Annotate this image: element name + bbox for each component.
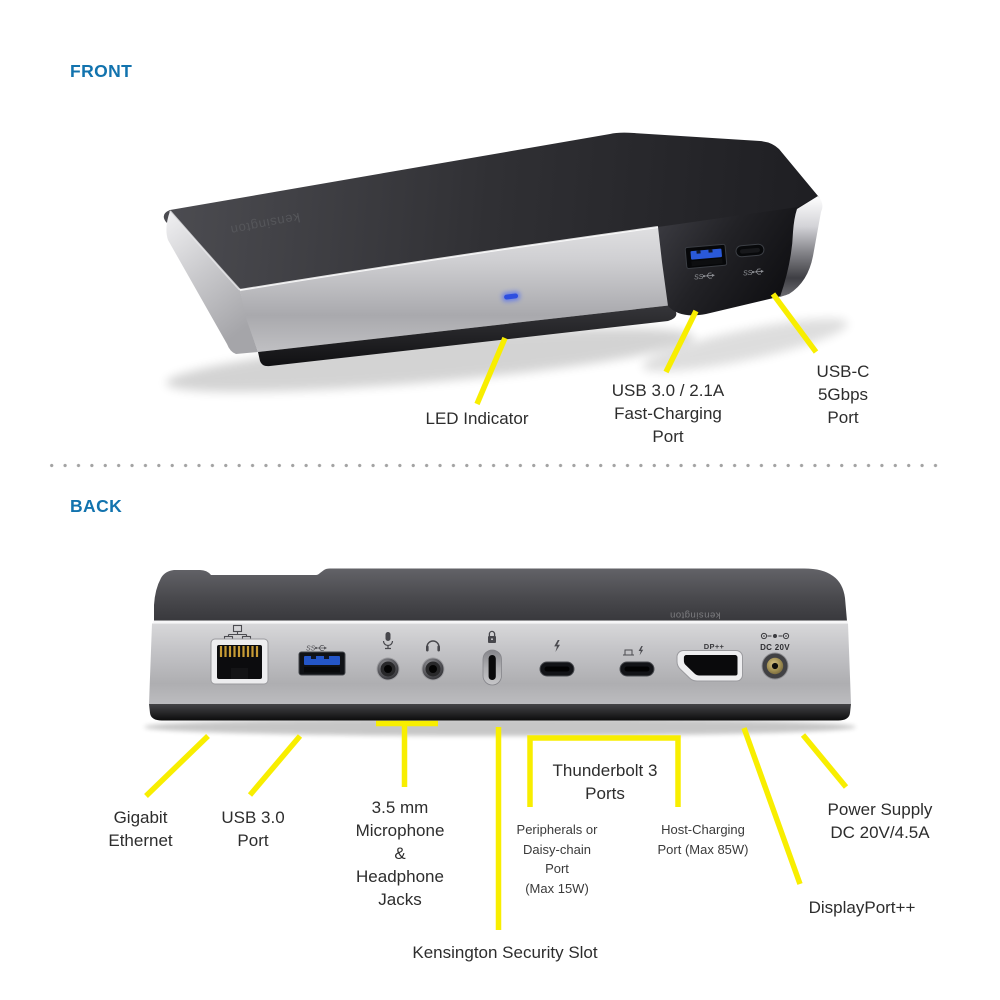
callout-lines bbox=[144, 292, 849, 930]
back-section-heading: BACK bbox=[70, 496, 123, 516]
back-brand-logo: kensington bbox=[670, 610, 721, 621]
dc-port-label: DC 20V bbox=[760, 643, 790, 652]
front-corner-highlight bbox=[169, 210, 241, 291]
label-gigabit-ethernet: Gigabit Ethernet bbox=[108, 808, 173, 850]
callout-ethernet bbox=[144, 734, 210, 798]
headphone-jack bbox=[421, 640, 445, 681]
back-top-face bbox=[154, 568, 847, 621]
front-face bbox=[240, 227, 673, 352]
ethernet-pins bbox=[219, 646, 259, 657]
label-led-indicator: LED Indicator bbox=[425, 409, 529, 428]
label-displayport: DisplayPort++ bbox=[808, 898, 916, 917]
back-edge-highlight bbox=[153, 620, 848, 624]
callout-front-usb3 bbox=[663, 309, 699, 374]
laptop-thunderbolt-icon bbox=[623, 646, 644, 656]
back-usb3-port: SS bbox=[298, 645, 346, 676]
label-front-usbc: USB-C 5Gbps Port bbox=[816, 362, 870, 427]
callout-back-usb3 bbox=[247, 734, 303, 797]
microphone-jack bbox=[376, 632, 400, 681]
callout-displayport bbox=[741, 727, 803, 885]
headphone-icon bbox=[426, 640, 440, 652]
svg-text:SS: SS bbox=[306, 646, 316, 653]
label-thunderbolt-peripheral: Peripherals or Daisy-chain Port (Max 15W… bbox=[516, 822, 598, 896]
front-usb3-ss-icon: SS bbox=[694, 272, 715, 282]
front-top-face bbox=[163, 132, 821, 290]
label-front-usb3: USB 3.0 / 2.1A Fast-Charging Port bbox=[611, 381, 725, 446]
front-chrome-corner bbox=[780, 196, 823, 297]
front-edge-highlight bbox=[239, 226, 659, 291]
dotted-divider bbox=[45, 463, 938, 468]
back-bottom-edge bbox=[149, 704, 851, 721]
callout-power bbox=[800, 733, 849, 789]
front-device-shadow-right bbox=[642, 318, 848, 372]
front-usbc-port bbox=[735, 243, 765, 258]
label-kensington-slot: Kensington Security Slot bbox=[412, 943, 598, 962]
usb-ss-icon: SS bbox=[306, 645, 327, 653]
dc-polarity-icon bbox=[760, 632, 790, 640]
microphone-icon bbox=[382, 632, 394, 650]
thunderbolt-icon bbox=[554, 640, 560, 652]
front-usb3-port bbox=[684, 243, 728, 269]
kensington-security-slot bbox=[482, 630, 502, 686]
front-bottom-edge bbox=[258, 305, 677, 367]
callout-led bbox=[474, 336, 508, 406]
svg-text:SS: SS bbox=[743, 270, 753, 278]
displayport-port: DP++ bbox=[676, 642, 743, 682]
front-left-face bbox=[166, 211, 258, 354]
callout-audio-jacks bbox=[376, 720, 438, 787]
front-device-shadow bbox=[166, 328, 694, 392]
dp-port-label: DP++ bbox=[704, 642, 725, 651]
label-thunderbolt-title: Thunderbolt 3 Ports bbox=[552, 761, 658, 803]
front-section-heading: FRONT bbox=[70, 61, 133, 81]
label-back-usb3: USB 3.0 Port bbox=[221, 808, 285, 850]
callout-front-usbc bbox=[770, 292, 819, 354]
dc-power-jack: DC 20V bbox=[760, 632, 790, 680]
thunderbolt-port-peripheral bbox=[539, 640, 575, 677]
front-device-illustration: kensington SS bbox=[163, 132, 848, 392]
svg-text:SS: SS bbox=[694, 274, 704, 282]
thunderbolt-port-host bbox=[619, 646, 655, 677]
front-usbc-ss-icon: SS bbox=[743, 268, 764, 278]
label-power-supply: Power Supply DC 20V/4.5A bbox=[827, 800, 933, 842]
label-thunderbolt-host: Host-Charging Port (Max 85W) bbox=[657, 822, 749, 857]
led-indicator bbox=[504, 293, 519, 300]
ethernet-port bbox=[210, 624, 269, 685]
lock-icon bbox=[488, 630, 496, 643]
callout-thunderbolt-bracket bbox=[527, 735, 681, 807]
back-device-illustration: kensington SS bbox=[144, 568, 856, 736]
label-audio-jacks: 3.5 mm Microphone & Headphone Jacks bbox=[355, 798, 445, 909]
